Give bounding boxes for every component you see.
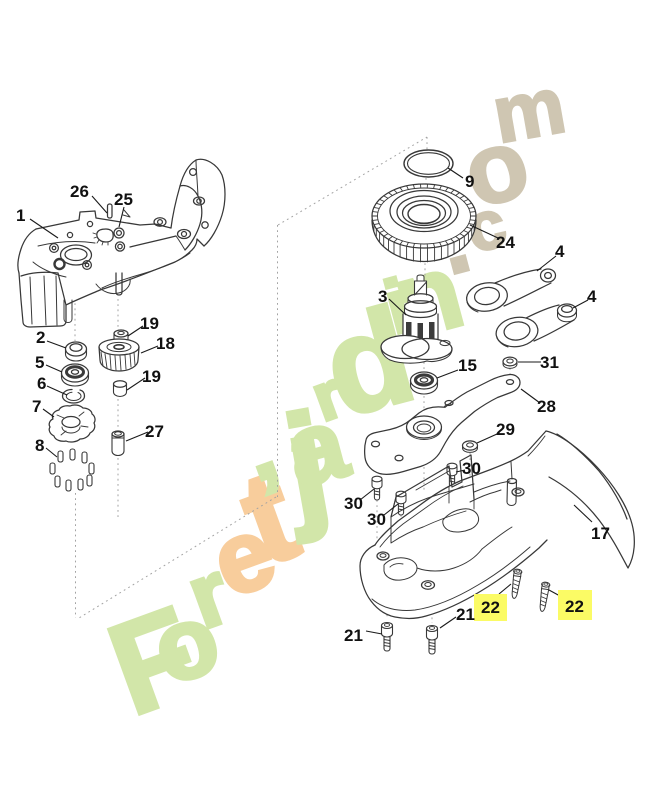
svg-text:22: 22 xyxy=(481,598,500,617)
svg-text:29: 29 xyxy=(496,420,515,439)
svg-text:6: 6 xyxy=(37,374,46,393)
svg-text:19: 19 xyxy=(140,314,159,333)
svg-text:18: 18 xyxy=(156,334,175,353)
svg-text:27: 27 xyxy=(145,422,164,441)
svg-text:1: 1 xyxy=(16,206,25,225)
svg-text:4: 4 xyxy=(555,242,565,261)
svg-text:24: 24 xyxy=(496,233,515,252)
svg-text:15: 15 xyxy=(458,356,477,375)
svg-text:21: 21 xyxy=(344,626,363,645)
svg-text:31: 31 xyxy=(540,353,559,372)
svg-text:28: 28 xyxy=(537,397,556,416)
svg-text:25: 25 xyxy=(114,190,133,209)
svg-text:7: 7 xyxy=(32,397,41,416)
svg-text:19: 19 xyxy=(142,367,161,386)
svg-text:5: 5 xyxy=(35,353,44,372)
svg-text:30: 30 xyxy=(344,494,363,513)
svg-text:4: 4 xyxy=(587,287,597,306)
svg-text:9: 9 xyxy=(465,172,474,191)
svg-text:2: 2 xyxy=(36,328,45,347)
svg-text:26: 26 xyxy=(70,182,89,201)
svg-text:3: 3 xyxy=(378,287,387,306)
svg-text:30: 30 xyxy=(367,510,386,529)
svg-text:22: 22 xyxy=(565,597,584,616)
svg-text:8: 8 xyxy=(35,436,44,455)
svg-text:17: 17 xyxy=(591,524,610,543)
svg-text:m: m xyxy=(486,60,572,160)
svg-text:21: 21 xyxy=(456,605,475,624)
svg-text:30: 30 xyxy=(462,459,481,478)
